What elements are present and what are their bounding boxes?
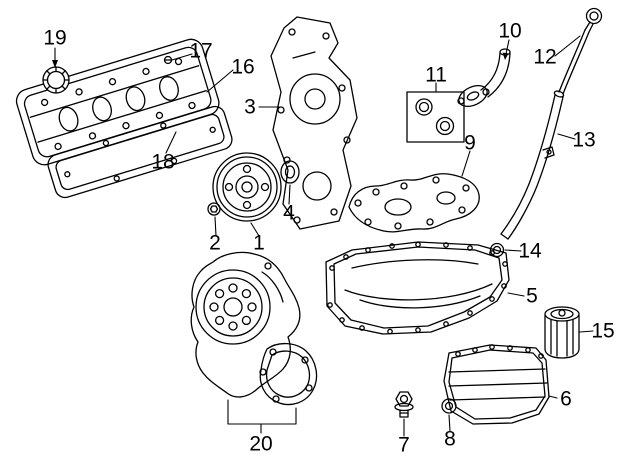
callout-15: 15 [591, 319, 615, 343]
oil-pump-drawing [190, 251, 318, 406]
callout-10: 10 [498, 19, 522, 43]
callout-17: 17 [189, 39, 213, 63]
oil-filter-drawing [544, 306, 580, 359]
callout-18: 18 [151, 150, 175, 174]
valve-cover-gasket-drawing [47, 105, 233, 199]
callout-14: 14 [518, 239, 542, 263]
drain-washer-drawing [441, 398, 457, 414]
callout-19: 19 [43, 26, 67, 50]
callout-13: 13 [572, 128, 596, 152]
callout-4: 4 [283, 201, 295, 225]
cover-stud-drawing [163, 55, 173, 65]
leader-lines [52, 35, 594, 437]
callout-8: 8 [444, 427, 456, 451]
front-seal-drawing [280, 160, 300, 184]
callout-6: 6 [560, 387, 572, 411]
callout-12: 12 [533, 45, 557, 69]
callout-7: 7 [398, 433, 410, 457]
callout-16: 16 [231, 55, 255, 79]
callout-11: 11 [425, 63, 447, 87]
upper-oil-pan-drawing [325, 241, 510, 335]
callout-2: 2 [209, 231, 221, 255]
drain-plug-drawing [394, 391, 414, 418]
callout-3: 3 [244, 95, 256, 119]
dipstick-tube-drawing [500, 90, 565, 240]
dipstick-drawing [558, 7, 603, 95]
timing-cover-drawing [270, 16, 358, 230]
pulley-bolt-drawing [207, 202, 221, 216]
oil-pickup-tube-drawing [457, 48, 511, 107]
callout-9: 9 [464, 131, 476, 155]
callout-5: 5 [526, 284, 538, 308]
oil-filler-cap-drawing [42, 66, 70, 94]
pan-gasket-plate-drawing [348, 173, 480, 233]
lower-oil-pan-drawing [443, 344, 550, 425]
callout-1: 1 [253, 231, 265, 255]
callout-20: 20 [249, 432, 273, 456]
crankshaft-pulley-drawing [212, 152, 282, 222]
seal-kit-box-drawing [406, 91, 465, 143]
